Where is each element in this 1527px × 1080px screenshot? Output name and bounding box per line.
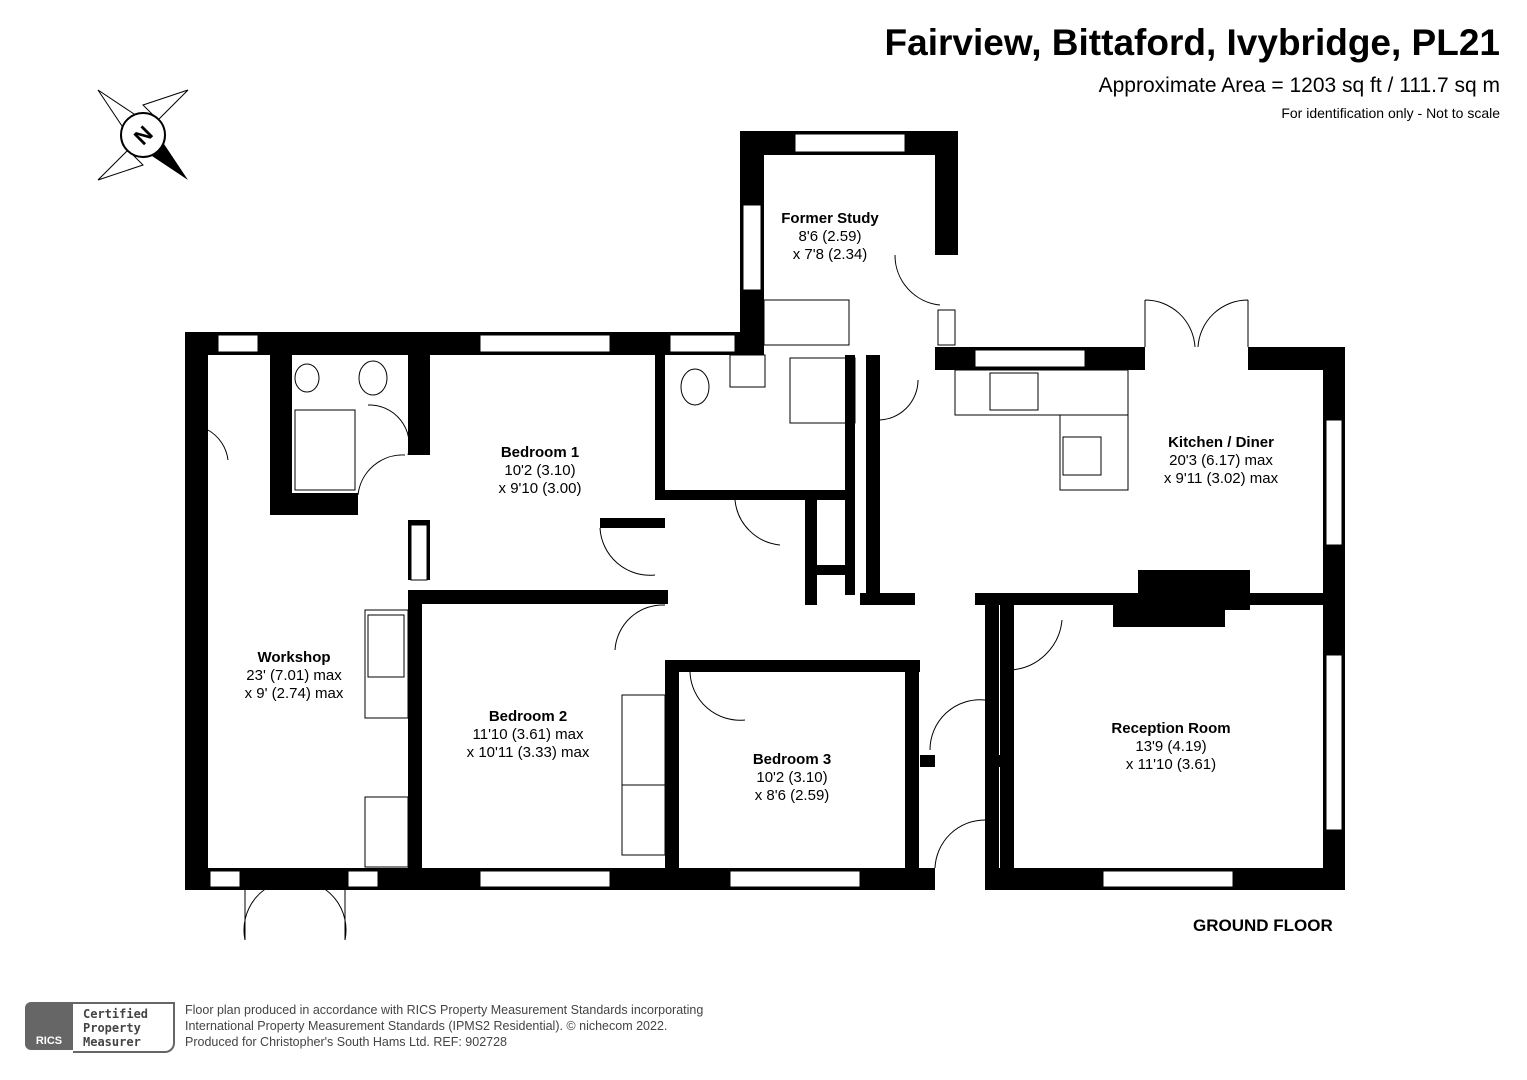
footer: RICS Certified Property Measurer Floor p… xyxy=(25,1002,703,1053)
footer-line: Produced for Christopher's South Hams Lt… xyxy=(185,1035,507,1049)
badge-line: Measurer xyxy=(83,1035,141,1049)
room-dimension: x 9'11 (3.02) max xyxy=(1163,470,1279,487)
room-name: Reception Room xyxy=(1111,720,1231,737)
certified-badge: Certified Property Measurer xyxy=(73,1002,175,1053)
room-bedroom-2: Bedroom 2 11'10 (3.61) max x 10'11 (3.33… xyxy=(467,708,590,762)
room-dimension: 8'6 (2.59) xyxy=(798,228,862,245)
room-bedroom-3: Bedroom 3 10'2 (3.10) x 8'6 (2.59) xyxy=(753,751,831,805)
room-name: Kitchen / Diner xyxy=(1168,434,1274,451)
room-bedroom-1: Bedroom 1 10'2 (3.10) x 9'10 (3.00) xyxy=(499,444,582,498)
room-dimension: x 11'10 (3.61) xyxy=(1125,756,1217,773)
room-dimension: x 7'8 (2.34) xyxy=(792,246,868,263)
room-dimension: 20'3 (6.17) max xyxy=(1169,452,1273,469)
room-former-study: Former Study 8'6 (2.59) x 7'8 (2.34) xyxy=(781,210,879,264)
property-title: Fairview, Bittaford, Ivybridge, PL21 xyxy=(884,22,1500,63)
badge-line: Certified xyxy=(83,1007,149,1021)
room-name: Bedroom 1 xyxy=(500,444,580,461)
approximate-area: Approximate Area = 1203 sq ft / 111.7 sq… xyxy=(1098,74,1500,97)
badge-line: Property xyxy=(83,1021,141,1035)
room-reception: Reception Room 13'9 (4.19) x 11'10 (3.61… xyxy=(1111,720,1230,774)
room-dimension: x 9'10 (3.00) xyxy=(498,480,582,497)
windows xyxy=(209,133,1343,888)
rics-logo-text: RICS xyxy=(35,1035,63,1047)
room-dimension: x 10'11 (3.33) max xyxy=(466,744,590,761)
fixtures xyxy=(207,254,1249,941)
room-name: Bedroom 2 xyxy=(488,708,568,725)
compass-icon: N xyxy=(97,89,189,181)
footer-line: International Property Measurement Stand… xyxy=(185,1019,668,1033)
room-dimension: 10'2 (3.10) xyxy=(504,462,576,479)
floor-label: GROUND FLOOR xyxy=(1193,916,1333,935)
footer-text: Floor plan produced in accordance with R… xyxy=(185,1002,703,1050)
scale-note: For identification only - Not to scale xyxy=(1281,105,1500,121)
room-workshop: Workshop 23' (7.01) max x 9' (2.74) max xyxy=(245,649,344,703)
room-dimension: 13'9 (4.19) xyxy=(1135,738,1207,755)
room-name: Bedroom 3 xyxy=(752,751,832,768)
room-dimension: 11'10 (3.61) max xyxy=(472,726,584,743)
room-dimension: x 8'6 (2.59) xyxy=(754,787,830,804)
rics-logo: RICS xyxy=(25,1002,73,1050)
room-kitchen-diner: Kitchen / Diner 20'3 (6.17) max x 9'11 (… xyxy=(1164,434,1278,488)
room-dimension: x 9' (2.74) max xyxy=(244,685,344,702)
room-dimension: 23' (7.01) max xyxy=(246,667,342,684)
room-name: Former Study xyxy=(781,210,879,227)
room-dimension: 10'2 (3.10) xyxy=(756,769,828,786)
room-name: Workshop xyxy=(257,649,331,666)
footer-line: Floor plan produced in accordance with R… xyxy=(185,1003,704,1017)
